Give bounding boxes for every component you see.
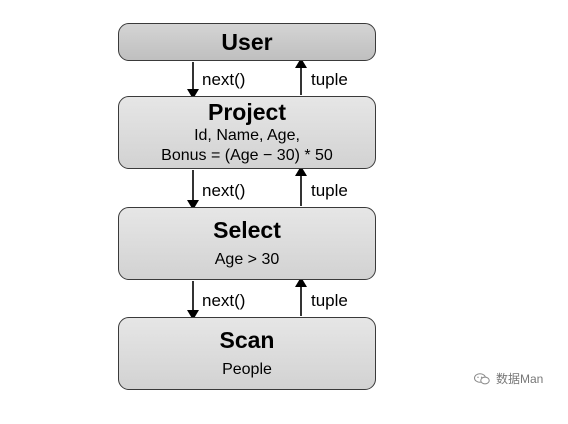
- project-columns: Id, Name, Age,: [194, 127, 300, 144]
- select-node: Select Age > 30: [118, 207, 376, 280]
- select-predicate: Age > 30: [214, 251, 280, 268]
- watermark: 数据Man: [474, 370, 543, 387]
- tuple-label-3: tuple: [311, 291, 348, 310]
- project-bonus-expression: Bonus = (Age − 30) * 50: [161, 147, 333, 164]
- project-title: Project: [208, 99, 286, 125]
- next-label-2: next(): [202, 181, 246, 200]
- user-title: User: [221, 28, 273, 55]
- tuple-label-2: tuple: [311, 181, 348, 200]
- project-node: Project Id, Name, Age, Bonus = (Age − 30…: [118, 96, 376, 169]
- tuple-label-1: tuple: [311, 70, 348, 89]
- scan-node: Scan People: [118, 317, 376, 390]
- next-label-3: next(): [202, 291, 246, 310]
- watermark-text: 数据Man: [496, 372, 544, 386]
- select-title: Select: [213, 217, 281, 243]
- scan-title: Scan: [219, 327, 275, 353]
- scan-table: People: [222, 361, 272, 378]
- wechat-icon: [474, 372, 490, 384]
- user-node: User: [118, 23, 376, 61]
- next-label-1: next(): [202, 70, 246, 89]
